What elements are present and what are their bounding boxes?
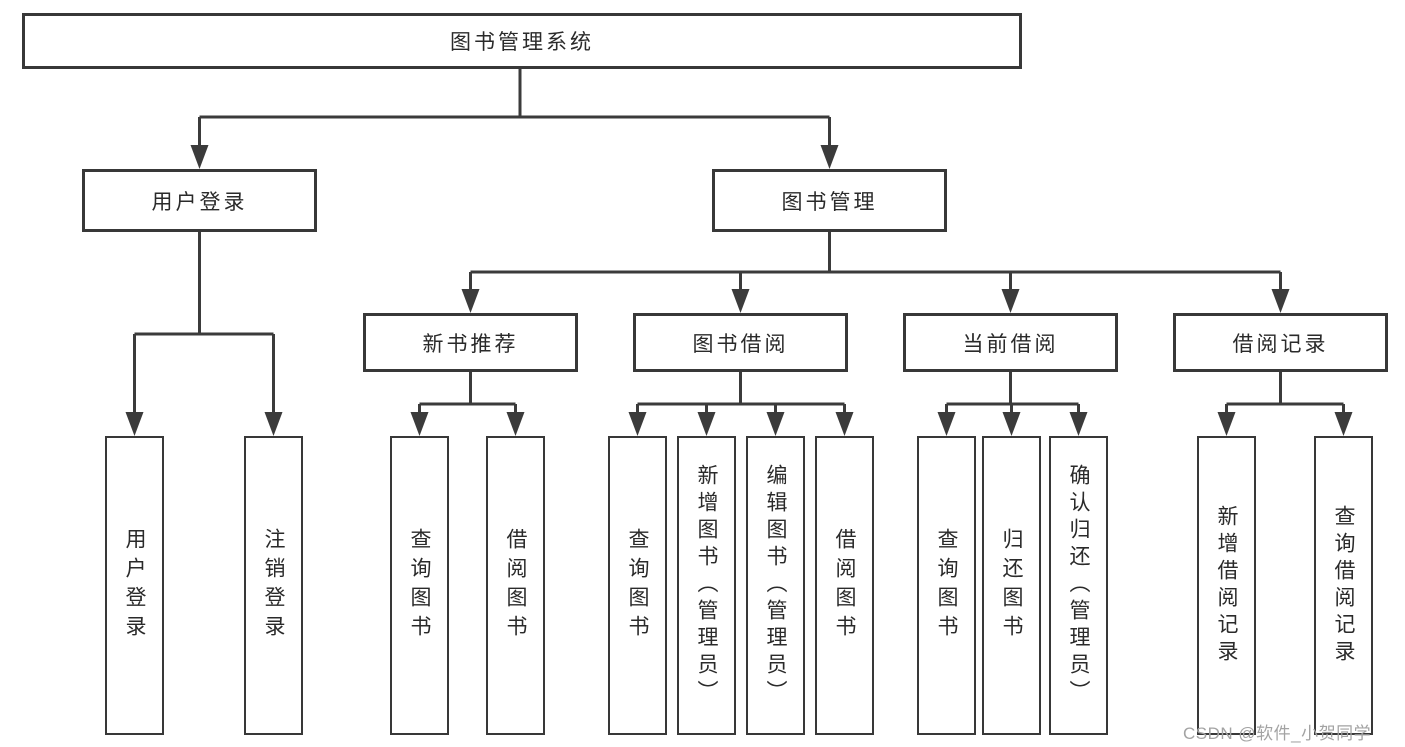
- arrowhead: [410, 412, 429, 436]
- arrowhead: [1001, 289, 1020, 313]
- leaf-label: 借阅图书: [504, 527, 527, 644]
- arrowhead: [628, 412, 647, 436]
- leaf-query-borrow-record: 查询借阅记录: [1314, 436, 1373, 735]
- leaf-add-books-admin: 新增图书（管理员）: [677, 436, 736, 735]
- leaf-query-books-2: 查询图书: [608, 436, 667, 735]
- node-label: 当前借阅: [962, 332, 1059, 356]
- arrowhead: [766, 412, 785, 436]
- leaf-edit-books-admin: 编辑图书（管理员）: [746, 436, 805, 735]
- connector-path: [945, 372, 1080, 414]
- arrowhead: [1271, 289, 1290, 313]
- node-label: 新书推荐: [422, 332, 519, 356]
- leaf-label: 新增借阅记录: [1215, 504, 1238, 667]
- arrowhead: [1217, 412, 1236, 436]
- leaf-label: 借阅图书: [833, 527, 856, 644]
- node-library-management-system: 图书管理系统: [22, 13, 1022, 69]
- leaf-label: 查询借阅记录: [1332, 504, 1355, 667]
- node-label: 图书借阅: [692, 332, 789, 356]
- node-user-login: 用户登录: [82, 169, 317, 232]
- leaf-borrow-books-1: 借阅图书: [486, 436, 545, 735]
- arrowhead: [731, 289, 750, 313]
- node-label: 图书管理系统: [450, 31, 594, 54]
- arrowhead: [820, 145, 839, 169]
- node-borrowing-records: 借阅记录: [1173, 313, 1388, 372]
- arrowhead: [1002, 412, 1021, 436]
- arrowhead: [835, 412, 854, 436]
- node-label: 用户登录: [151, 190, 248, 214]
- leaf-return-books: 归还图书: [982, 436, 1041, 735]
- leaf-label: 新增图书（管理员）: [695, 464, 718, 707]
- arrowhead: [937, 412, 956, 436]
- connector-path: [133, 232, 275, 414]
- arrowhead: [190, 145, 209, 169]
- leaf-label: 查询图书: [408, 527, 431, 644]
- node-book-borrowing: 图书借阅: [633, 313, 848, 372]
- node-label: 图书管理: [781, 190, 878, 214]
- node-new-book-recommendation: 新书推荐: [363, 313, 578, 372]
- connector-path: [469, 232, 1282, 291]
- arrowhead: [264, 412, 283, 436]
- leaf-label: 查询图书: [626, 527, 649, 644]
- leaf-borrow-books-2: 借阅图书: [815, 436, 874, 735]
- node-current-borrowing: 当前借阅: [903, 313, 1118, 372]
- node-label: 借阅记录: [1232, 332, 1329, 356]
- arrowhead: [125, 412, 144, 436]
- node-book-management: 图书管理: [712, 169, 947, 232]
- leaf-confirm-return-admin: 确认归还（管理员）: [1049, 436, 1108, 735]
- arrowhead: [697, 412, 716, 436]
- arrowhead: [461, 289, 480, 313]
- leaf-user-login: 用户登录: [105, 436, 164, 735]
- connector-path: [1225, 372, 1345, 414]
- leaf-logout: 注销登录: [244, 436, 303, 735]
- connector-path: [418, 372, 517, 414]
- leaf-query-books-3: 查询图书: [917, 436, 976, 735]
- leaf-label: 注销登录: [262, 527, 285, 644]
- leaf-label: 归还图书: [1000, 527, 1023, 644]
- leaf-label: 查询图书: [935, 527, 958, 644]
- leaf-query-books-1: 查询图书: [390, 436, 449, 735]
- connector-path: [198, 69, 831, 147]
- leaf-label: 用户登录: [123, 527, 146, 644]
- leaf-label: 编辑图书（管理员）: [764, 464, 787, 707]
- leaf-add-borrow-record: 新增借阅记录: [1197, 436, 1256, 735]
- connector-path: [636, 372, 846, 414]
- arrowhead: [506, 412, 525, 436]
- arrowhead: [1334, 412, 1353, 436]
- leaf-label: 确认归还（管理员）: [1067, 464, 1090, 707]
- arrowhead: [1069, 412, 1088, 436]
- csdn-watermark: CSDN @软件_小贺同学: [1183, 724, 1372, 743]
